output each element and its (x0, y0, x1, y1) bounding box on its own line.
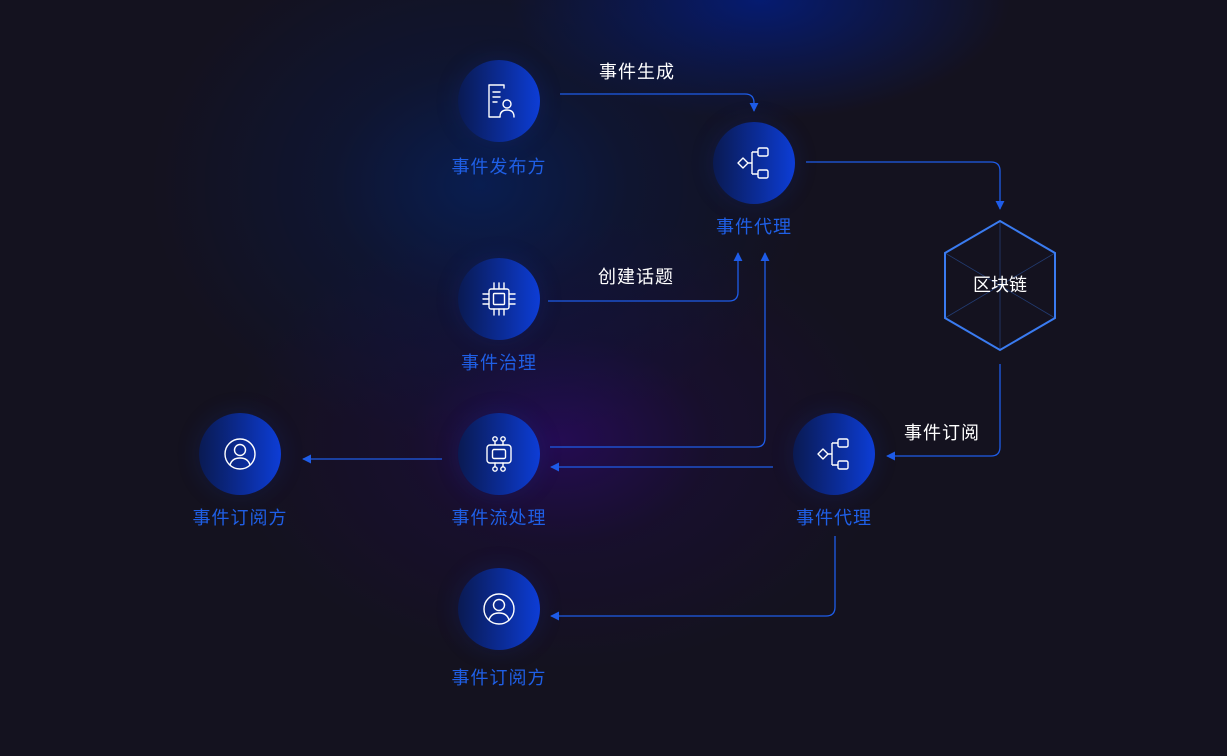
user-circle-icon (483, 593, 515, 625)
user-circle-icon (224, 438, 256, 470)
edge-blockchain-to-broker (886, 364, 1001, 461)
subscriber-node-bottom (458, 568, 540, 650)
subscriber-node-left (199, 413, 281, 495)
chip-icon (482, 282, 516, 316)
stream-processing-node (458, 413, 540, 495)
stream-processing-label: 事件流处理 (451, 508, 547, 529)
robot-icon (486, 436, 512, 472)
governance-node (458, 258, 540, 340)
subscriber-label-left: 事件订阅方 (192, 508, 288, 529)
edge-governance-to-broker (548, 252, 743, 302)
broker-label-top: 事件代理 (716, 217, 792, 238)
edge-publisher-to-broker (560, 93, 759, 112)
edge-label-event-generation: 事件生成 (599, 62, 675, 83)
edge-broker-to-blockchain (806, 161, 1005, 210)
broker-node-bottom (793, 413, 875, 495)
edge-label-event-subscription: 事件订阅 (904, 423, 980, 444)
publisher-label: 事件发布方 (451, 157, 547, 178)
edge-label-create-topic: 创建话题 (598, 267, 674, 288)
blockchain-node (942, 219, 1058, 352)
hexagon-icon (944, 219, 1056, 352)
edge-stream-to-broker (550, 252, 770, 448)
governance-label: 事件治理 (461, 353, 537, 374)
subscriber-label-bottom: 事件订阅方 (451, 668, 547, 689)
broker-label-bottom: 事件代理 (796, 508, 872, 529)
workflow-icon (817, 438, 849, 470)
broker-node-top (713, 122, 795, 204)
blockchain-label: 区块链 (973, 275, 1027, 296)
edge-broker-to-subscriber (550, 536, 836, 621)
publisher-node (458, 60, 540, 142)
workflow-icon (737, 147, 769, 179)
document-user-icon (488, 84, 515, 118)
